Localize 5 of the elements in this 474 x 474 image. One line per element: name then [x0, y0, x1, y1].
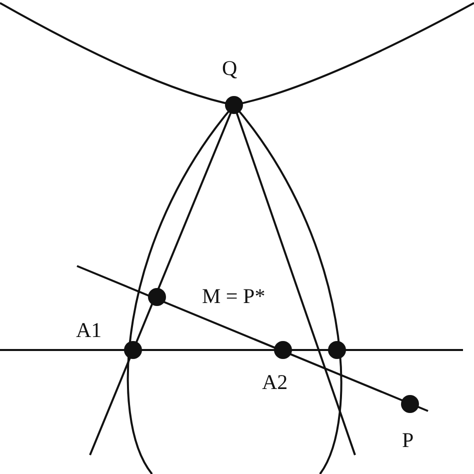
point-label: A1: [76, 320, 102, 341]
point-label: A2: [262, 372, 288, 393]
point-label: P: [402, 430, 414, 451]
point-label: M = P*: [202, 286, 266, 307]
point-label: Q: [222, 58, 238, 79]
